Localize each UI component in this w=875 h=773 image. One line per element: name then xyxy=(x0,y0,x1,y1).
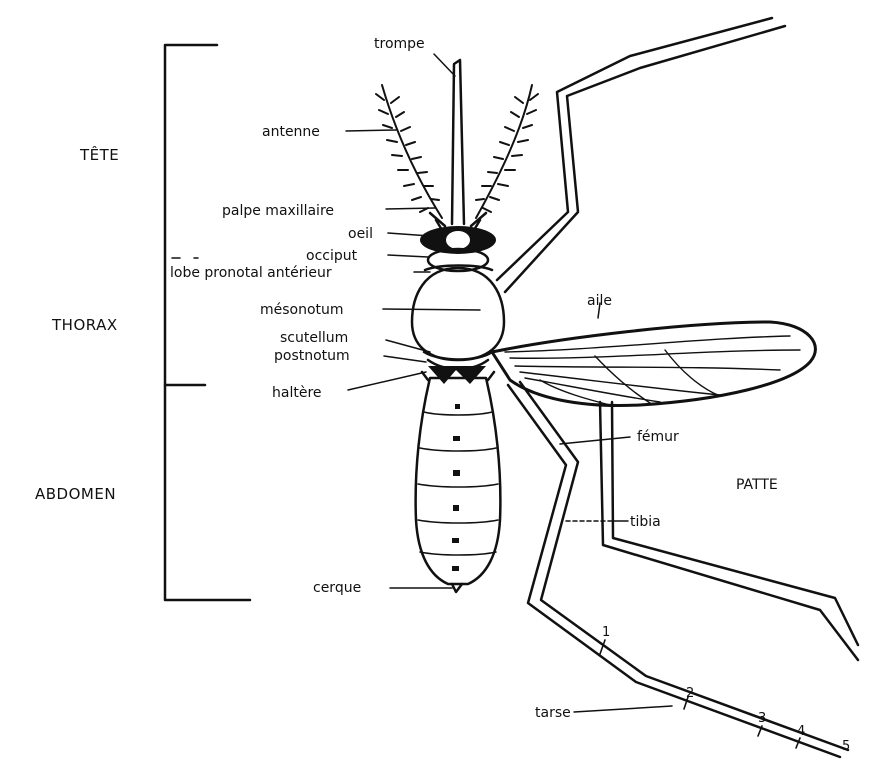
label-leg: PATTE xyxy=(736,477,778,493)
label-haltere: haltère xyxy=(272,385,322,401)
label-tarsal-segment-3: 3 xyxy=(758,711,766,726)
label-occiput: occiput xyxy=(306,248,358,264)
label-tarsal-segment-4: 4 xyxy=(797,724,805,739)
label-wing: aile xyxy=(587,293,612,309)
region-bracket xyxy=(165,45,250,600)
label-anterior-pronotal-lobe: lobe pronotal antérieur xyxy=(170,265,332,281)
label-tarsus: tarse xyxy=(535,705,571,721)
region-label-head: TÊTE xyxy=(79,145,119,164)
antenna-right xyxy=(476,85,538,218)
region-label-abdomen: ABDOMEN xyxy=(35,485,116,503)
label-tarsal-segment-5: 5 xyxy=(842,739,850,754)
label-tibia: tibia xyxy=(630,514,661,530)
region-label-thorax: THORAX xyxy=(51,316,118,334)
label-scutellum: scutellum xyxy=(280,330,348,346)
label-eye: oeil xyxy=(348,226,373,242)
proboscis xyxy=(452,60,464,224)
halteres xyxy=(422,366,494,384)
wing xyxy=(492,322,815,406)
label-antenna: antenne xyxy=(262,124,320,140)
front-leg xyxy=(497,18,785,292)
antenna-left xyxy=(376,85,442,218)
label-maxillary-palp: palpe maxillaire xyxy=(222,203,334,219)
label-tarsal-segment-2: 2 xyxy=(686,686,694,701)
head xyxy=(420,226,496,271)
label-postnotum: postnotum xyxy=(274,348,350,364)
abdominal-segments xyxy=(418,412,498,555)
mesonotum xyxy=(412,268,504,360)
label-tarsal-segment-1: 1 xyxy=(602,625,610,640)
label-proboscis: trompe xyxy=(374,36,425,52)
label-mesonotum: mésonotum xyxy=(260,302,344,318)
label-femur: fémur xyxy=(637,429,679,445)
label-cercus: cerque xyxy=(313,580,361,596)
